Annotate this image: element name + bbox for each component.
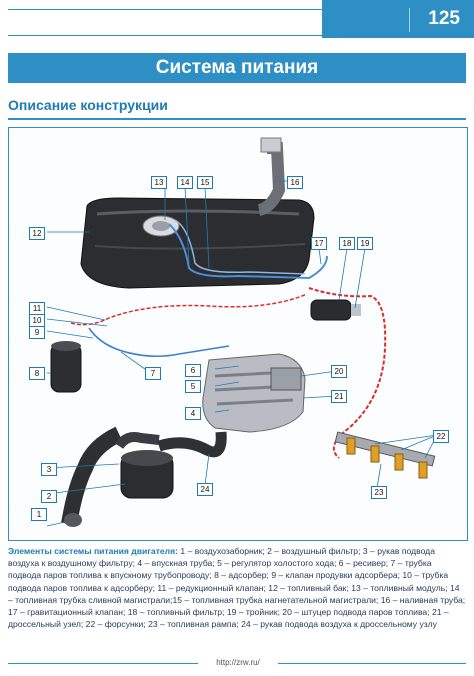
callout-5: 5 — [185, 380, 201, 393]
callout-13: 13 — [151, 176, 167, 189]
callout-2: 2 — [41, 490, 57, 503]
callout-14: 14 — [177, 176, 193, 189]
header-rule-top — [8, 9, 322, 10]
callout-21: 21 — [331, 390, 347, 403]
fuel-system-diagram: 1 2 3 4 5 6 7 8 9 10 11 12 13 14 15 16 1… — [8, 127, 468, 541]
callout-4: 4 — [185, 407, 201, 420]
fuel-tank-shape — [80, 197, 315, 289]
canister-shape — [50, 343, 82, 393]
page-number-box: 125 — [322, 0, 474, 38]
page-number-divider — [409, 8, 470, 32]
callout-15: 15 — [197, 176, 213, 189]
callout-10: 10 — [29, 314, 45, 327]
air-intake-shape — [61, 426, 123, 526]
section-title: Описание конструкции — [8, 97, 168, 113]
callout-1: 1 — [31, 508, 47, 521]
callout-20: 20 — [331, 365, 347, 378]
callout-9: 9 — [29, 326, 45, 339]
intake-manifold-shape — [202, 353, 306, 433]
callout-7: 7 — [145, 367, 161, 380]
callout-19: 19 — [357, 237, 373, 250]
callout-8: 8 — [29, 367, 45, 380]
callout-11: 11 — [29, 302, 45, 315]
callout-23: 23 — [371, 486, 387, 499]
fuel-filter-shape — [310, 299, 352, 321]
page-title: Система питания — [8, 53, 466, 83]
callout-16: 16 — [287, 176, 303, 189]
callout-22: 22 — [433, 430, 449, 443]
figure-caption: Элементы системы питания двигателя: 1 – … — [8, 545, 466, 630]
diagram-illustration — [46, 137, 438, 527]
footer-rule-left — [8, 663, 198, 664]
callout-18: 18 — [339, 237, 355, 250]
footer-rule-right — [278, 663, 466, 664]
callout-3: 3 — [41, 463, 57, 476]
filler-neck-shape — [257, 142, 286, 216]
callout-24: 24 — [197, 483, 213, 496]
callout-6: 6 — [185, 364, 201, 377]
section-rule — [8, 118, 466, 120]
callout-17: 17 — [311, 237, 327, 250]
callout-12: 12 — [29, 227, 45, 240]
caption-heading: Элементы системы питания двигателя: — [8, 546, 179, 556]
caption-body: 1 – воздухозаборник; 2 – воздушный фильт… — [8, 546, 466, 630]
fuel-rail-shape — [334, 431, 436, 467]
footer-url[interactable]: http://zrw.ru/ — [216, 658, 260, 667]
header-rule-bottom — [8, 35, 322, 36]
air-hose-shape — [157, 431, 227, 458]
page-number: 125 — [428, 8, 460, 29]
